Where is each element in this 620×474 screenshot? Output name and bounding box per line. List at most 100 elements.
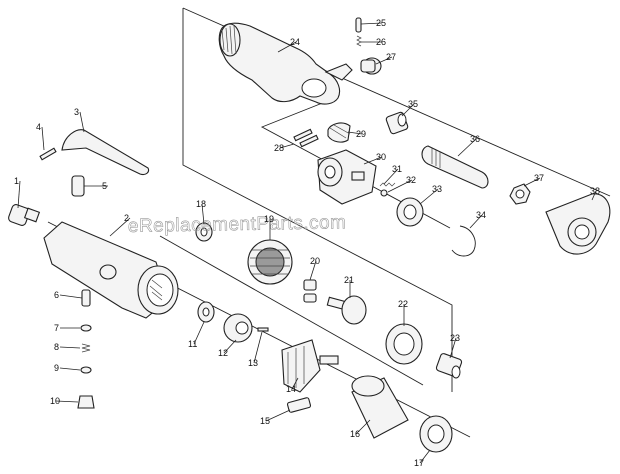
part-number-38: 38 xyxy=(590,186,600,196)
leader-line-34 xyxy=(469,214,483,229)
leader-line-11 xyxy=(193,321,205,345)
leader-line-33 xyxy=(419,188,439,205)
part-number-23: 23 xyxy=(450,333,460,343)
pin-4 xyxy=(39,147,57,161)
throttle-lever-3 xyxy=(61,129,150,176)
motor-housing-2 xyxy=(43,221,179,319)
part-number-9: 9 xyxy=(54,363,59,373)
leader-line-2 xyxy=(109,217,131,237)
bolt-27 xyxy=(360,57,382,75)
part-number-18: 18 xyxy=(196,199,206,209)
part-number-27: 27 xyxy=(386,52,396,62)
part-number-37: 37 xyxy=(534,173,544,183)
part-number-4: 4 xyxy=(36,122,41,132)
part-number-16: 16 xyxy=(350,429,360,439)
valve-stem-6 xyxy=(81,289,91,307)
part-number-19: 19 xyxy=(264,214,274,224)
part-number-22: 22 xyxy=(398,299,408,309)
leader-line-12 xyxy=(223,339,237,354)
leader-line-18 xyxy=(201,203,205,225)
part-number-6: 6 xyxy=(54,290,59,300)
spring-8 xyxy=(81,343,91,353)
leader-line-27 xyxy=(375,56,393,65)
retaining-ring-34 xyxy=(451,225,476,257)
part-number-36: 36 xyxy=(470,134,480,144)
part-number-10: 10 xyxy=(50,396,60,406)
cylinder-16 xyxy=(351,375,409,439)
leader-line-13 xyxy=(253,331,263,364)
throttle-valve-5 xyxy=(71,175,85,197)
leader-line-17 xyxy=(419,449,431,464)
bearing-11 xyxy=(197,301,215,323)
yoke-30 xyxy=(317,149,377,205)
leader-line-31 xyxy=(383,168,399,185)
watermark-text: eReplacementParts.com xyxy=(128,212,347,237)
part-number-13: 13 xyxy=(248,358,258,368)
part-number-35: 35 xyxy=(408,99,418,109)
part-number-2: 2 xyxy=(124,213,129,223)
leader-line-15 xyxy=(265,409,291,422)
end-plate-17 xyxy=(419,415,453,453)
part-number-20: 20 xyxy=(310,256,320,266)
spring-31 xyxy=(379,182,396,187)
part-number-25: 25 xyxy=(376,18,386,28)
part-number-29: 29 xyxy=(356,129,366,139)
leader-line-10 xyxy=(55,400,79,403)
washer-33 xyxy=(396,197,424,227)
leader-line-9 xyxy=(59,367,81,371)
part-number-34: 34 xyxy=(476,210,486,220)
part-number-12: 12 xyxy=(218,348,228,358)
pawl-29 xyxy=(327,122,351,143)
part-number-28: 28 xyxy=(274,143,284,153)
leader-line-37 xyxy=(523,177,541,187)
leader-line-16 xyxy=(355,419,371,435)
shaft-36 xyxy=(421,145,489,189)
spring-26 xyxy=(356,35,362,47)
leader-line-20 xyxy=(309,260,317,281)
end-plate-12 xyxy=(223,313,253,343)
part-number-14: 14 xyxy=(286,384,296,394)
leader-line-36 xyxy=(457,138,477,157)
leader-line-4 xyxy=(41,126,45,151)
part-number-1: 1 xyxy=(14,176,19,186)
ball-32 xyxy=(380,189,388,197)
leader-line-32 xyxy=(387,179,413,193)
part-number-31: 31 xyxy=(392,164,402,174)
leader-line-23 xyxy=(449,337,457,359)
rotor-14 xyxy=(281,339,339,393)
leader-line-6 xyxy=(59,294,83,299)
part-number-32: 32 xyxy=(406,175,416,185)
ratchet-housing xyxy=(218,22,353,105)
pin-25 xyxy=(355,17,362,33)
part-number-26: 26 xyxy=(376,37,386,47)
bushing-35 xyxy=(385,111,409,135)
part-number-17: 17 xyxy=(414,458,424,468)
part-number-30: 30 xyxy=(376,152,386,162)
leader-line-25 xyxy=(360,22,383,25)
leader-line-30 xyxy=(363,156,383,165)
leader-line-8 xyxy=(59,346,81,349)
leader-line-29 xyxy=(347,131,363,135)
inlet-fitting-1 xyxy=(8,204,41,226)
part-number-24: 24 xyxy=(290,37,300,47)
gear-20 xyxy=(303,279,317,303)
part-number-33: 33 xyxy=(432,184,442,194)
o-ring-7 xyxy=(80,324,92,332)
bushing-23 xyxy=(435,353,463,379)
vane-15 xyxy=(286,397,312,413)
plug-10 xyxy=(77,395,95,409)
gear-22 xyxy=(385,323,423,365)
leader-line-35 xyxy=(401,103,415,117)
part-number-8: 8 xyxy=(54,342,59,352)
leader-line-38 xyxy=(591,190,597,201)
pin-28 xyxy=(293,128,319,148)
ratchet-head-38 xyxy=(545,193,611,255)
part-number-15: 15 xyxy=(260,416,270,426)
leader-line-14 xyxy=(291,377,299,390)
o-ring-9 xyxy=(80,366,92,374)
leader-line-1 xyxy=(17,180,21,209)
nut-37 xyxy=(509,183,531,205)
gear-ring-19 xyxy=(247,239,293,285)
part-number-labels: 1234567891011121314151617181920212223242… xyxy=(14,18,600,468)
part-number-11: 11 xyxy=(188,339,197,349)
